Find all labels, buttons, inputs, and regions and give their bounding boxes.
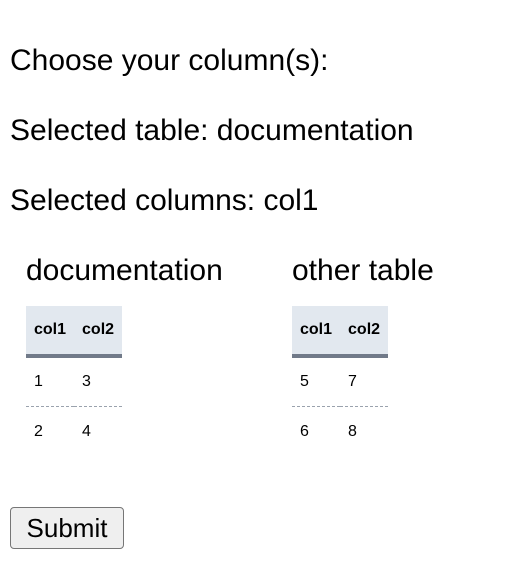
column-header-col2[interactable]: col2 [340,306,389,358]
table-cell: 7 [340,356,389,407]
column-header-col2[interactable]: col2 [74,306,123,358]
table-other-table: col1 col2 5 7 6 8 [292,306,389,458]
column-prompt: Choose your column(s): [10,44,329,77]
table-title-other-table: other table [292,254,434,287]
table-row: 2 4 [26,406,122,458]
table-cell: 2 [34,423,43,441]
table-header-row: col1 col2 [292,306,389,358]
table-row: 1 3 [26,356,123,407]
table-cell: 5 [292,356,341,407]
column-header-col1[interactable]: col1 [26,306,75,358]
table-title-documentation: documentation [26,254,223,287]
table-documentation: col1 col2 1 3 2 4 [26,306,123,458]
table-cell: 6 [300,423,309,441]
table-row: 6 8 [292,406,388,458]
submit-button[interactable]: Submit [10,507,124,549]
table-cell: 4 [82,423,91,441]
table-cell: 1 [26,356,75,407]
table-cell: 8 [348,423,357,441]
table-row: 5 7 [292,356,389,407]
table-cell: 3 [74,356,123,407]
selected-columns-text: Selected columns: col1 [10,184,319,217]
selected-table-text: Selected table: documentation [10,114,414,147]
column-header-col1[interactable]: col1 [292,306,341,358]
table-header-row: col1 col2 [26,306,123,358]
